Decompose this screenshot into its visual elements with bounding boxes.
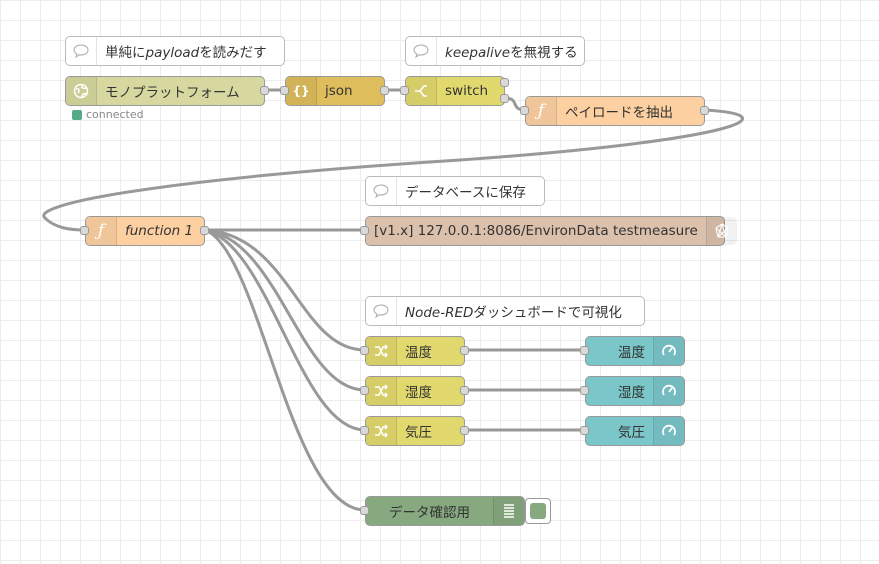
output-port[interactable]	[460, 426, 469, 435]
output-port[interactable]	[460, 386, 469, 395]
gauge-icon	[653, 377, 684, 405]
globe-icon	[66, 77, 97, 105]
output-port[interactable]	[380, 86, 389, 95]
comment-node-read-payload[interactable]: 単純にpayloadを読みだす	[65, 36, 285, 66]
output-port[interactable]	[460, 346, 469, 355]
input-port[interactable]	[360, 426, 369, 435]
node-label: 温度	[618, 345, 645, 361]
input-port[interactable]	[360, 386, 369, 395]
node-status: connected	[72, 108, 144, 121]
comment-label: データベースに保存	[405, 185, 526, 201]
gauge-icon	[653, 417, 684, 445]
function-1-node[interactable]: ƒ function 1	[85, 216, 205, 246]
influxdb-icon	[705, 217, 737, 245]
comment-node-dashboard[interactable]: Node-REDダッシュボードで可視化	[365, 296, 645, 326]
wire-function1-change1[interactable]	[204, 228, 366, 352]
wire-function1-change2[interactable]	[204, 228, 366, 392]
function-icon: ƒ	[526, 97, 557, 125]
comment-icon	[366, 297, 397, 325]
node-label: [v1.x] 127.0.0.1:8086/EnvironData testme…	[374, 223, 698, 239]
input-port[interactable]	[580, 426, 589, 435]
input-port[interactable]	[360, 506, 369, 515]
comment-node-ignore-keepalive[interactable]: keepaliveを無視する	[405, 36, 585, 66]
input-port[interactable]	[80, 226, 89, 235]
node-label: モノプラットフォーム	[105, 85, 240, 101]
comment-label: Node-REDダッシュボードで可視化	[405, 305, 622, 321]
output-port[interactable]	[700, 106, 709, 115]
node-label: 湿度	[405, 385, 432, 401]
json-icon: {}	[286, 77, 317, 105]
comment-icon	[366, 177, 397, 205]
debug-toggle-button[interactable]	[525, 498, 551, 524]
node-label: switch	[445, 83, 489, 99]
debug-node[interactable]: データ確認用	[365, 496, 525, 526]
output-port[interactable]	[200, 226, 209, 235]
comment-icon	[406, 37, 437, 65]
comment-node-save-db[interactable]: データベースに保存	[365, 176, 545, 206]
input-port[interactable]	[280, 86, 289, 95]
gauge-node-humidity[interactable]: 湿度	[585, 376, 685, 406]
comment-label: keepaliveを無視する	[445, 45, 578, 61]
comment-label: 単純にpayloadを読みだす	[105, 45, 267, 61]
node-label: 気圧	[618, 425, 645, 441]
gauge-node-temperature[interactable]: 温度	[585, 336, 685, 366]
node-label: function 1	[125, 223, 194, 239]
influxdb-out-node[interactable]: [v1.x] 127.0.0.1:8086/EnvironData testme…	[365, 216, 737, 246]
output-port-2[interactable]	[500, 94, 509, 103]
debug-list-icon	[493, 497, 524, 525]
status-dot-icon	[72, 109, 82, 120]
gauge-node-pressure[interactable]: 気圧	[585, 416, 685, 446]
change-node-humidity[interactable]: 湿度	[365, 376, 465, 406]
extract-payload-node[interactable]: ƒ ペイロードを抽出	[525, 96, 705, 126]
gauge-icon	[653, 337, 684, 365]
input-port[interactable]	[580, 386, 589, 395]
node-label: json	[325, 83, 353, 99]
output-port-1[interactable]	[500, 78, 509, 87]
change-node-temperature[interactable]: 温度	[365, 336, 465, 366]
change-icon	[366, 377, 397, 405]
node-label: データ確認用	[389, 505, 470, 521]
debug-toggle-fill	[530, 503, 546, 519]
wire-function1-debug[interactable]	[204, 228, 366, 512]
function-icon: ƒ	[86, 217, 117, 245]
change-icon	[366, 417, 397, 445]
input-port[interactable]	[520, 106, 529, 115]
wire-function1-change3[interactable]	[204, 228, 366, 432]
node-label: ペイロードを抽出	[565, 105, 673, 121]
node-label: 温度	[405, 345, 432, 361]
input-port[interactable]	[580, 346, 589, 355]
input-port[interactable]	[360, 226, 369, 235]
mono-platform-node[interactable]: モノプラットフォーム	[65, 76, 265, 106]
input-port[interactable]	[400, 86, 409, 95]
wire-extract-function1[interactable]	[42, 108, 745, 232]
node-label: 気圧	[405, 425, 432, 441]
output-port[interactable]	[260, 86, 269, 95]
switch-node[interactable]: switch	[405, 76, 505, 106]
change-node-pressure[interactable]: 気圧	[365, 416, 465, 446]
change-icon	[366, 337, 397, 365]
status-text: connected	[86, 108, 144, 121]
node-label: 湿度	[618, 385, 645, 401]
comment-icon	[66, 37, 97, 65]
switch-icon	[406, 77, 437, 105]
input-port[interactable]	[360, 346, 369, 355]
json-node[interactable]: {} json	[285, 76, 385, 106]
